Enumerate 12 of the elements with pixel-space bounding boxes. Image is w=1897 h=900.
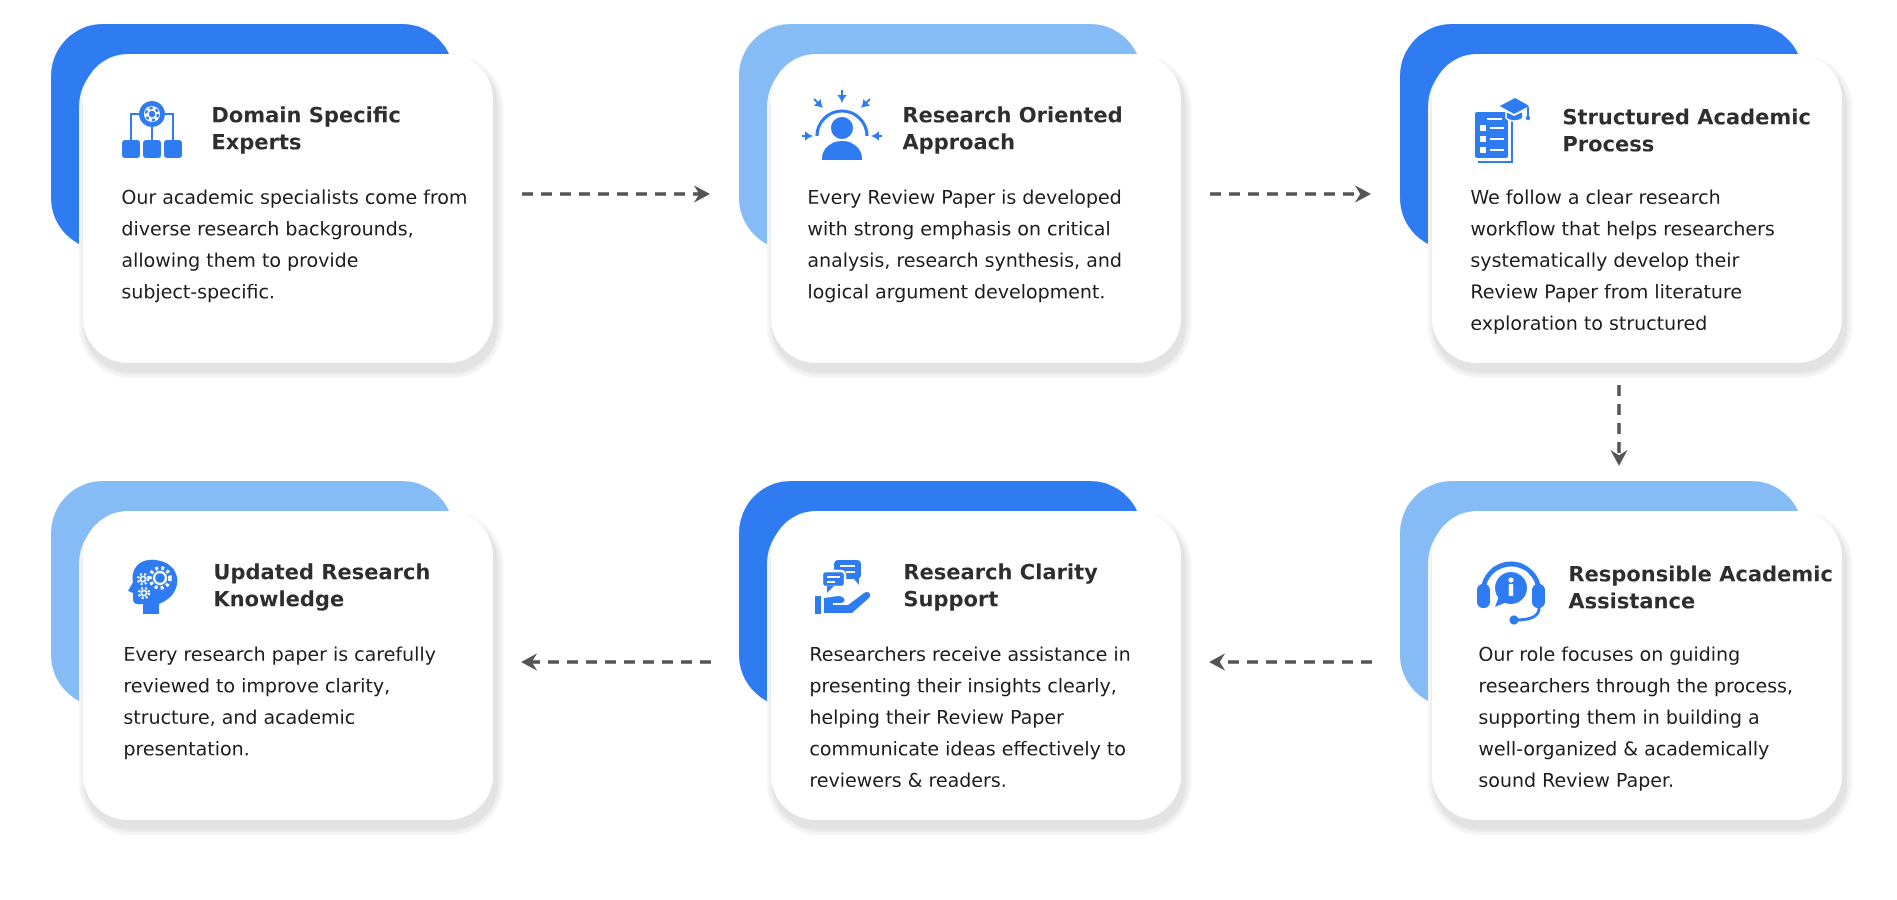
card-title: Structured Academic Process [1563,108,1810,152]
card-text: Every Review Paper is developed with strong emphasis on critical analysis, research synthesis, and logical argument development. [808,189,1121,303]
card-text: Our role focuses on guiding researchers through the process, supporting them in building a well-organized & academically sound Review Paper. [1479,646,1792,791]
card-text: We follow a clear research workflow that helps researchers systematically develop their Review Paper from literature exploration to structured [1471,189,1774,334]
card-text: Every research paper is carefully reviewed to improve clarity, structure, and academic presentation. [124,646,436,760]
card-title: Research Oriented Approach [902,106,1121,154]
card-title: Responsible Academic Assistance [1568,565,1832,609]
card-text: Our academic specialists come from diverse research backgrounds, allowing them to provide subject-specific. [122,189,466,303]
card-title: Research Clarity Support [904,563,1098,611]
card-text: Researchers receive assistance in presenting their insights clearly, helping their Review Paper communicate ideas effectively to reviewers & readers. [810,646,1130,788]
card-title: Domain Specific Experts [213,106,400,154]
card-title: Updated Research Knowledge [215,563,429,611]
